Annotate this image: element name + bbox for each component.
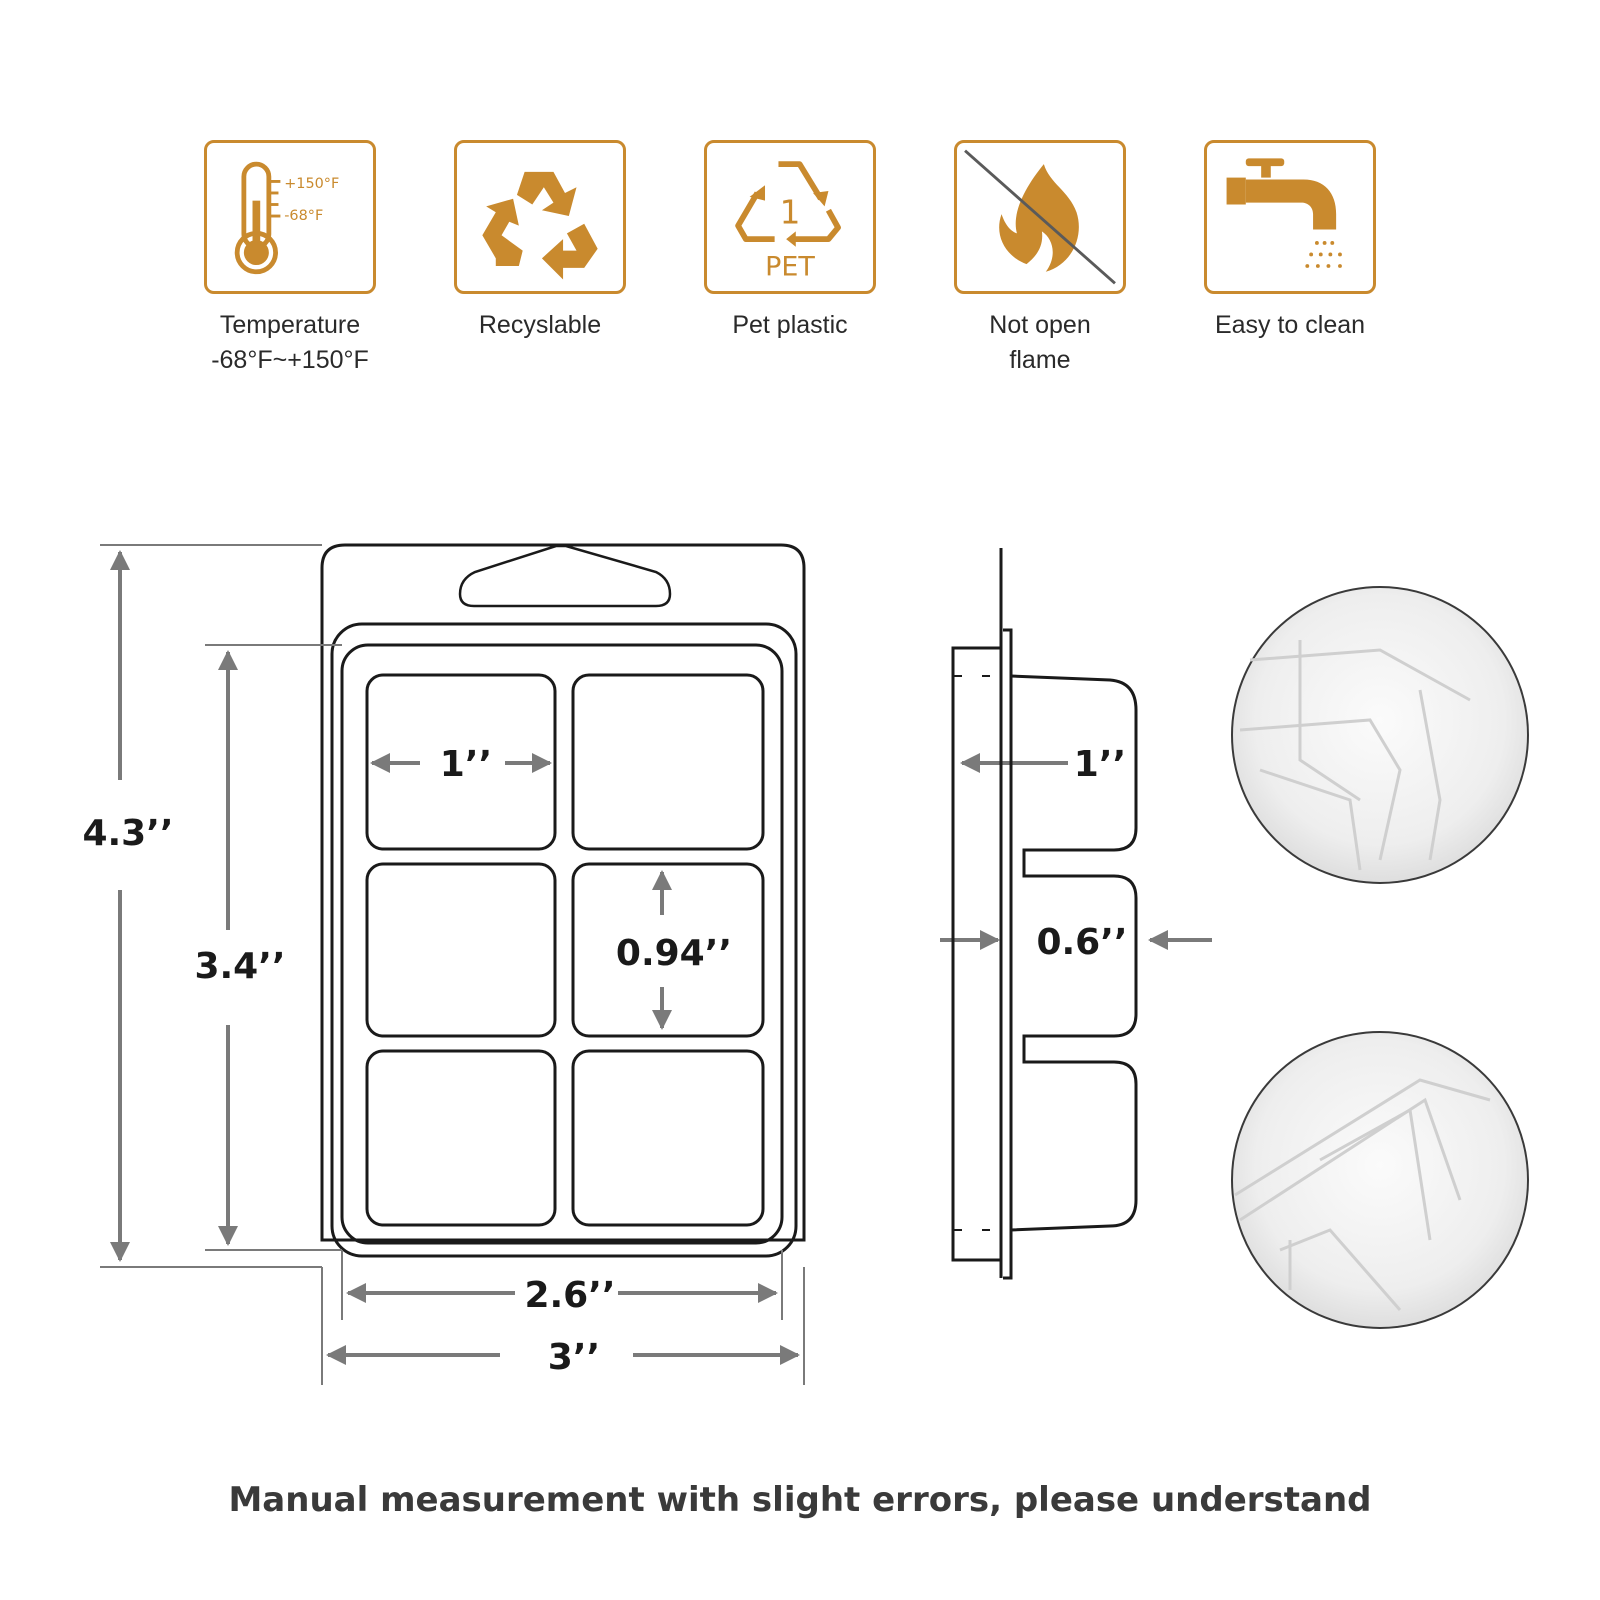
feature-label: Recyslable [478,311,602,339]
dimension-cavity-width: 1’’ [440,744,492,785]
cavity [365,862,557,1038]
tray-outer [340,643,784,1245]
cavity [571,673,765,851]
dimension-cavity-height: 0.94’’ [616,933,732,974]
dimension-tray-height: 3.4’’ [194,946,285,987]
icon-number: 1 [780,194,801,232]
feature-temperature: +150°F -68°F Temperature -68°F~+150°F [160,140,420,378]
feature-pet-plastic: 1 PET Pet plastic [660,140,920,343]
icon-text-high: +150°F [284,176,339,192]
card-back-edge [1003,628,1013,1280]
feature-no-open-flame: Not open flame [910,140,1170,378]
icon-text: PET [765,252,815,283]
feature-recyclable: Recyslable [410,140,670,343]
feature-easy-to-clean: Easy to clean [1160,140,1420,343]
hang-hole [458,544,672,608]
recycle-icon [454,140,626,294]
dimension-total-width: 3’’ [548,1337,600,1378]
cavity [571,862,765,1038]
front-view [320,543,806,1258]
cavity [571,1049,765,1227]
tray-back [951,646,1001,1262]
dimension-tray-width: 2.6’’ [524,1275,615,1316]
extension-lines [100,544,805,1385]
footnote: Manual measurement with slight errors, p… [228,1480,1372,1520]
dimension-side-thickness: 0.6’’ [1036,922,1127,963]
thermometer-icon: +150°F -68°F [204,140,376,294]
feature-label: Temperature -68°F~+150°F [211,311,369,374]
detail-photo-top [1231,586,1529,884]
feature-label: Easy to clean [1214,311,1366,339]
card-outline [320,543,806,1242]
feature-label: Pet plastic [732,311,848,339]
pet-recycle-code-icon: 1 PET [704,140,876,294]
no-open-flame-icon [954,140,1126,294]
tray-profile [1010,674,1138,1232]
dimension-side-depth: 1’’ [1074,744,1126,785]
dimension-total-height: 4.3’’ [82,813,173,854]
faucet-icon [1204,140,1376,294]
dimension-arrows [110,550,1212,1365]
feature-label: Not open flame [989,311,1091,374]
detail-photo-bottom [1231,1031,1529,1329]
tray-flange [330,622,798,1258]
icon-text-low: -68°F [284,208,323,224]
cavity [365,1049,557,1227]
side-view [951,548,1138,1280]
cavity [365,673,557,851]
